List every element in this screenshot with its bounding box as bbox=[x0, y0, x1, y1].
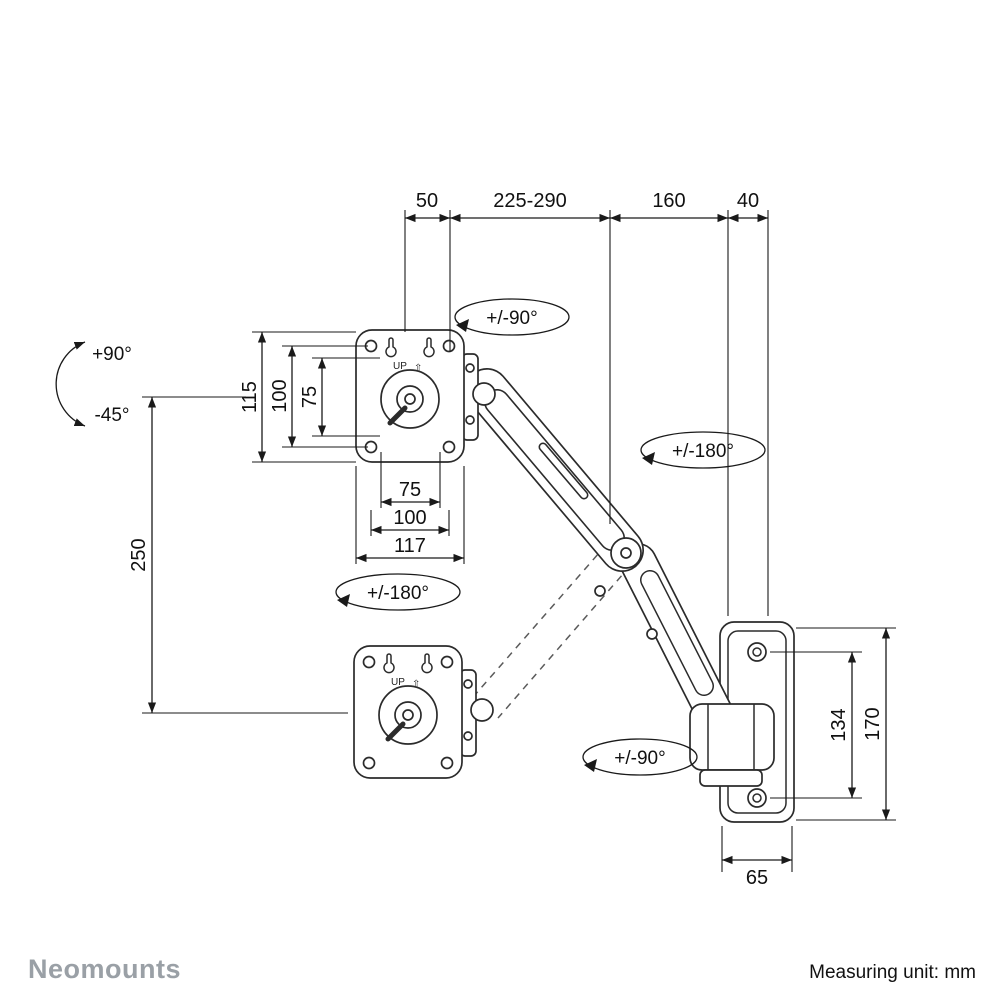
wall-screw-hole-bottom bbox=[747, 788, 767, 808]
cable-clip bbox=[594, 585, 606, 597]
ghost-arm-position bbox=[473, 544, 631, 719]
rotation-swivel-elbow: +/-180° bbox=[640, 431, 766, 469]
dim-115: 115 bbox=[239, 381, 261, 413]
dim-plate-widths: 75 100 117 bbox=[355, 452, 465, 564]
dim-40: 40 bbox=[737, 190, 759, 212]
dim-plate-heights: 115 100 75 bbox=[239, 331, 380, 463]
brand-logo: Neomounts bbox=[28, 954, 181, 984]
wall-screw-hole-top bbox=[747, 642, 767, 662]
dim-170: 170 bbox=[862, 707, 884, 740]
rotation-swivel-wall: +/-90° bbox=[582, 738, 698, 776]
dim-100-h: 100 bbox=[393, 507, 426, 529]
dim-bracket-heights: 134 170 bbox=[770, 627, 896, 821]
rotation-arrow-icon bbox=[337, 594, 350, 607]
dim-75-v: 75 bbox=[299, 386, 321, 408]
dim-65: 65 bbox=[746, 867, 768, 889]
vesa-plate-lower bbox=[354, 646, 493, 778]
measuring-unit-note: Measuring unit: mm bbox=[809, 962, 976, 983]
gas-spring-arm bbox=[465, 368, 644, 572]
tilt-range-indicator: +90° -45° bbox=[55, 341, 132, 427]
dim-75-h: 75 bbox=[399, 479, 421, 501]
rotation-plate: +/-180° bbox=[335, 573, 461, 611]
dim-chain-top: 50 225-290 160 40 bbox=[404, 190, 769, 616]
dim-bracket-width: 65 bbox=[721, 826, 793, 889]
swivel-elbow-label: +/-180° bbox=[672, 441, 734, 462]
wall-screw-hole-bottom-inner bbox=[752, 793, 762, 803]
wall-swivel-collar bbox=[689, 703, 775, 787]
dim-117: 117 bbox=[394, 535, 426, 557]
dim-250: 250 bbox=[128, 538, 150, 571]
rotation-swivel-top: +/-90° bbox=[454, 298, 570, 336]
rotation-arrow-icon bbox=[584, 759, 597, 772]
swivel-top-label: +/-90° bbox=[486, 308, 537, 329]
wall-screw-hole-top-inner bbox=[752, 647, 762, 657]
dim-225-290: 225-290 bbox=[493, 190, 566, 212]
dim-100-v: 100 bbox=[269, 379, 291, 412]
elbow-joint bbox=[610, 537, 642, 569]
dim-160: 160 bbox=[652, 190, 685, 212]
tilt-down-label: -45° bbox=[94, 405, 129, 426]
tilt-up-label: +90° bbox=[92, 344, 132, 365]
tilt-arc bbox=[55, 341, 86, 427]
vesa-plate-upper bbox=[356, 330, 495, 462]
dim-vertical-travel: 250 bbox=[128, 396, 348, 714]
dim-50: 50 bbox=[416, 190, 438, 212]
rotate-plate-label: +/-180° bbox=[367, 583, 429, 604]
dim-134: 134 bbox=[828, 708, 850, 741]
lower-arm bbox=[619, 543, 733, 731]
cable-clip bbox=[646, 628, 658, 640]
rotation-arrow-icon bbox=[456, 319, 469, 332]
swivel-wall-label: +/-90° bbox=[614, 748, 665, 769]
rotation-arrow-icon bbox=[642, 452, 655, 465]
